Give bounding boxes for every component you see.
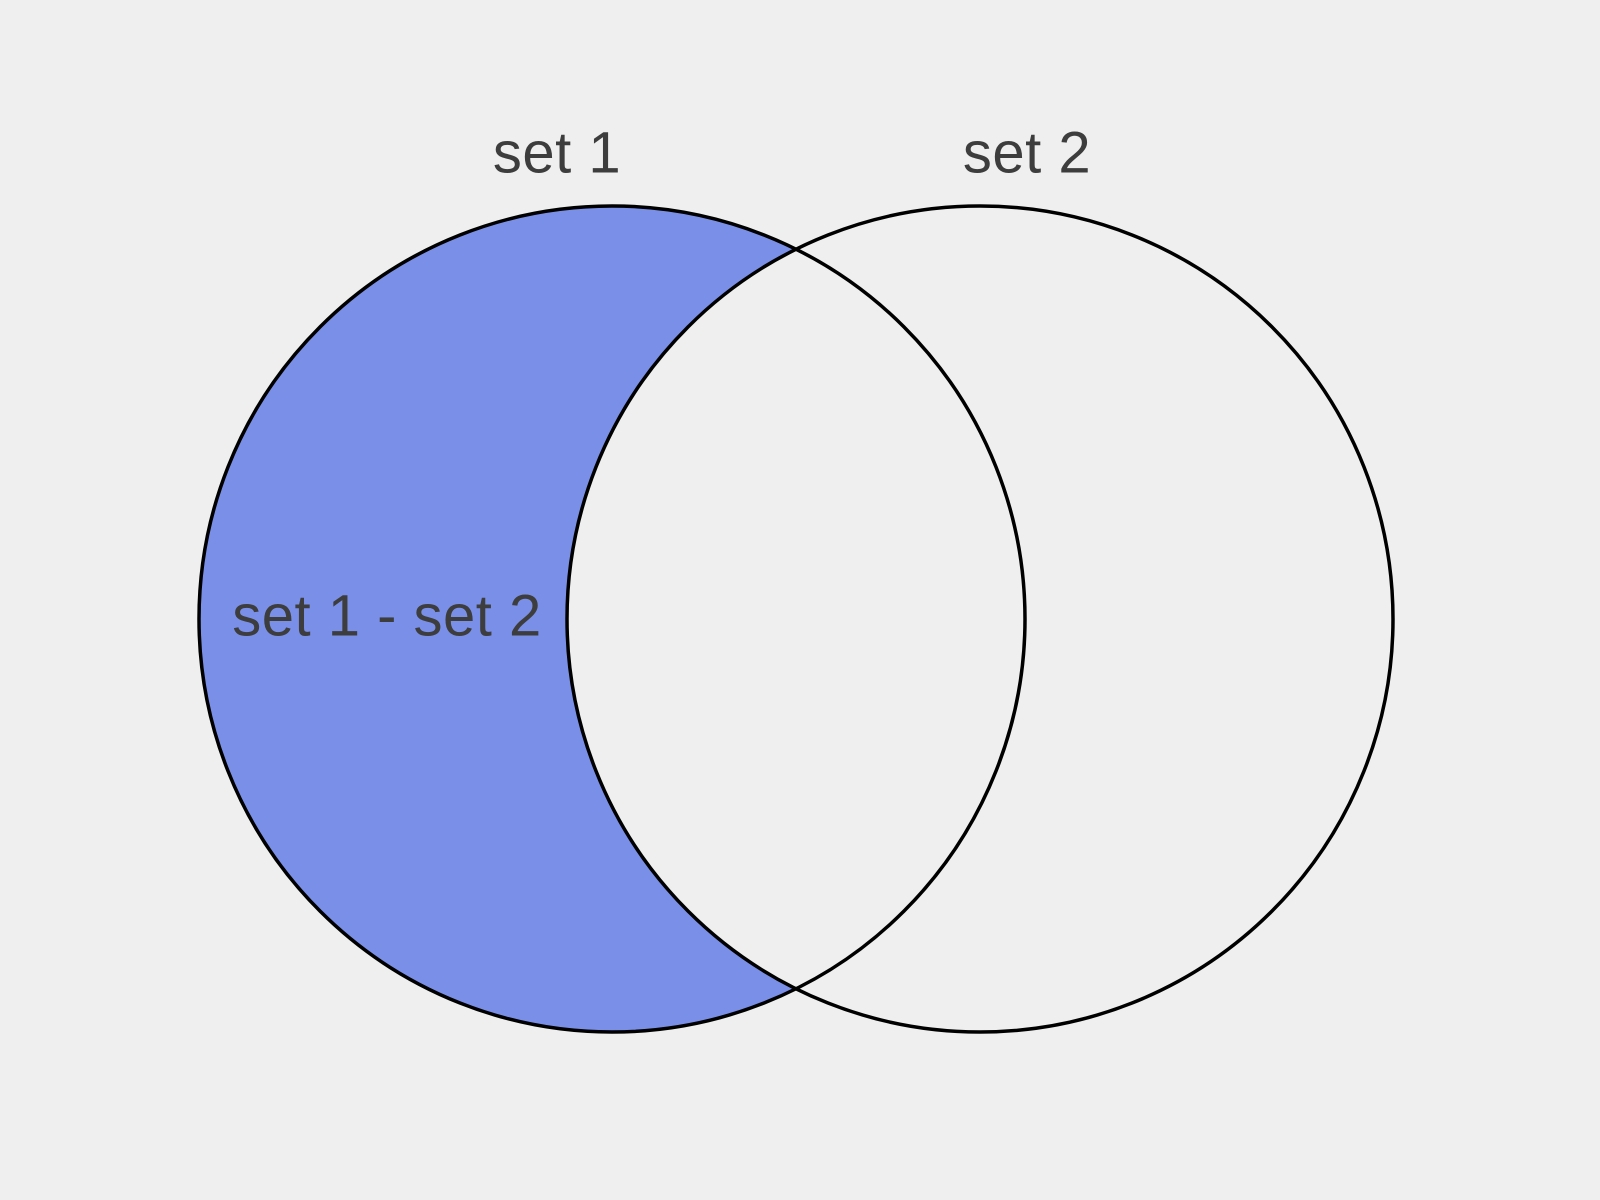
difference-region-label: set 1 - set 2 xyxy=(232,584,542,649)
set2-interior-mask xyxy=(567,206,1393,1032)
set2-circle-outline xyxy=(565,204,1395,1034)
set2-label: set 2 xyxy=(963,121,1091,186)
set1-circle-outline xyxy=(197,204,1027,1034)
set1-label: set 1 xyxy=(493,121,621,186)
